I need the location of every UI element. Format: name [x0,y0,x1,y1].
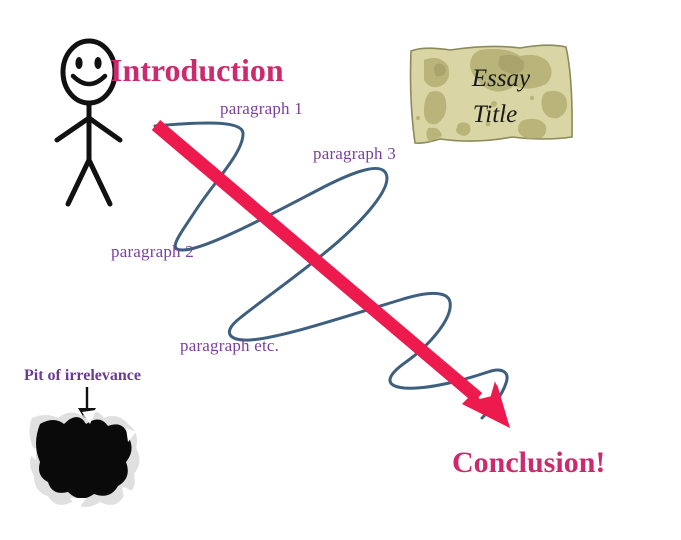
stick-figure-icon [54,38,123,207]
scroll-title-line2: Title [472,101,518,128]
scroll-title-line1: Essay [471,65,531,92]
label-paragraph-2: paragraph 2 [111,242,194,261]
label-paragraph-3: paragraph 3 [313,144,396,163]
zigzag-loop-icon [153,121,509,420]
scroll-text-block: Essay Title [418,55,568,140]
label-introduction: Introduction [110,52,284,88]
diagonal-arrow-icon [151,120,510,428]
label-conclusion: Conclusion! [452,446,606,479]
parchment-scroll-icon [409,44,573,144]
label-paragraph-etc: paragraph etc. [180,336,280,355]
label-paragraph-1: paragraph 1 [220,99,303,118]
stick-figure-face [70,57,108,87]
torn-hole-icon [26,410,140,510]
label-pit-of-irrelevance: Pit of irrelevance [24,367,141,384]
